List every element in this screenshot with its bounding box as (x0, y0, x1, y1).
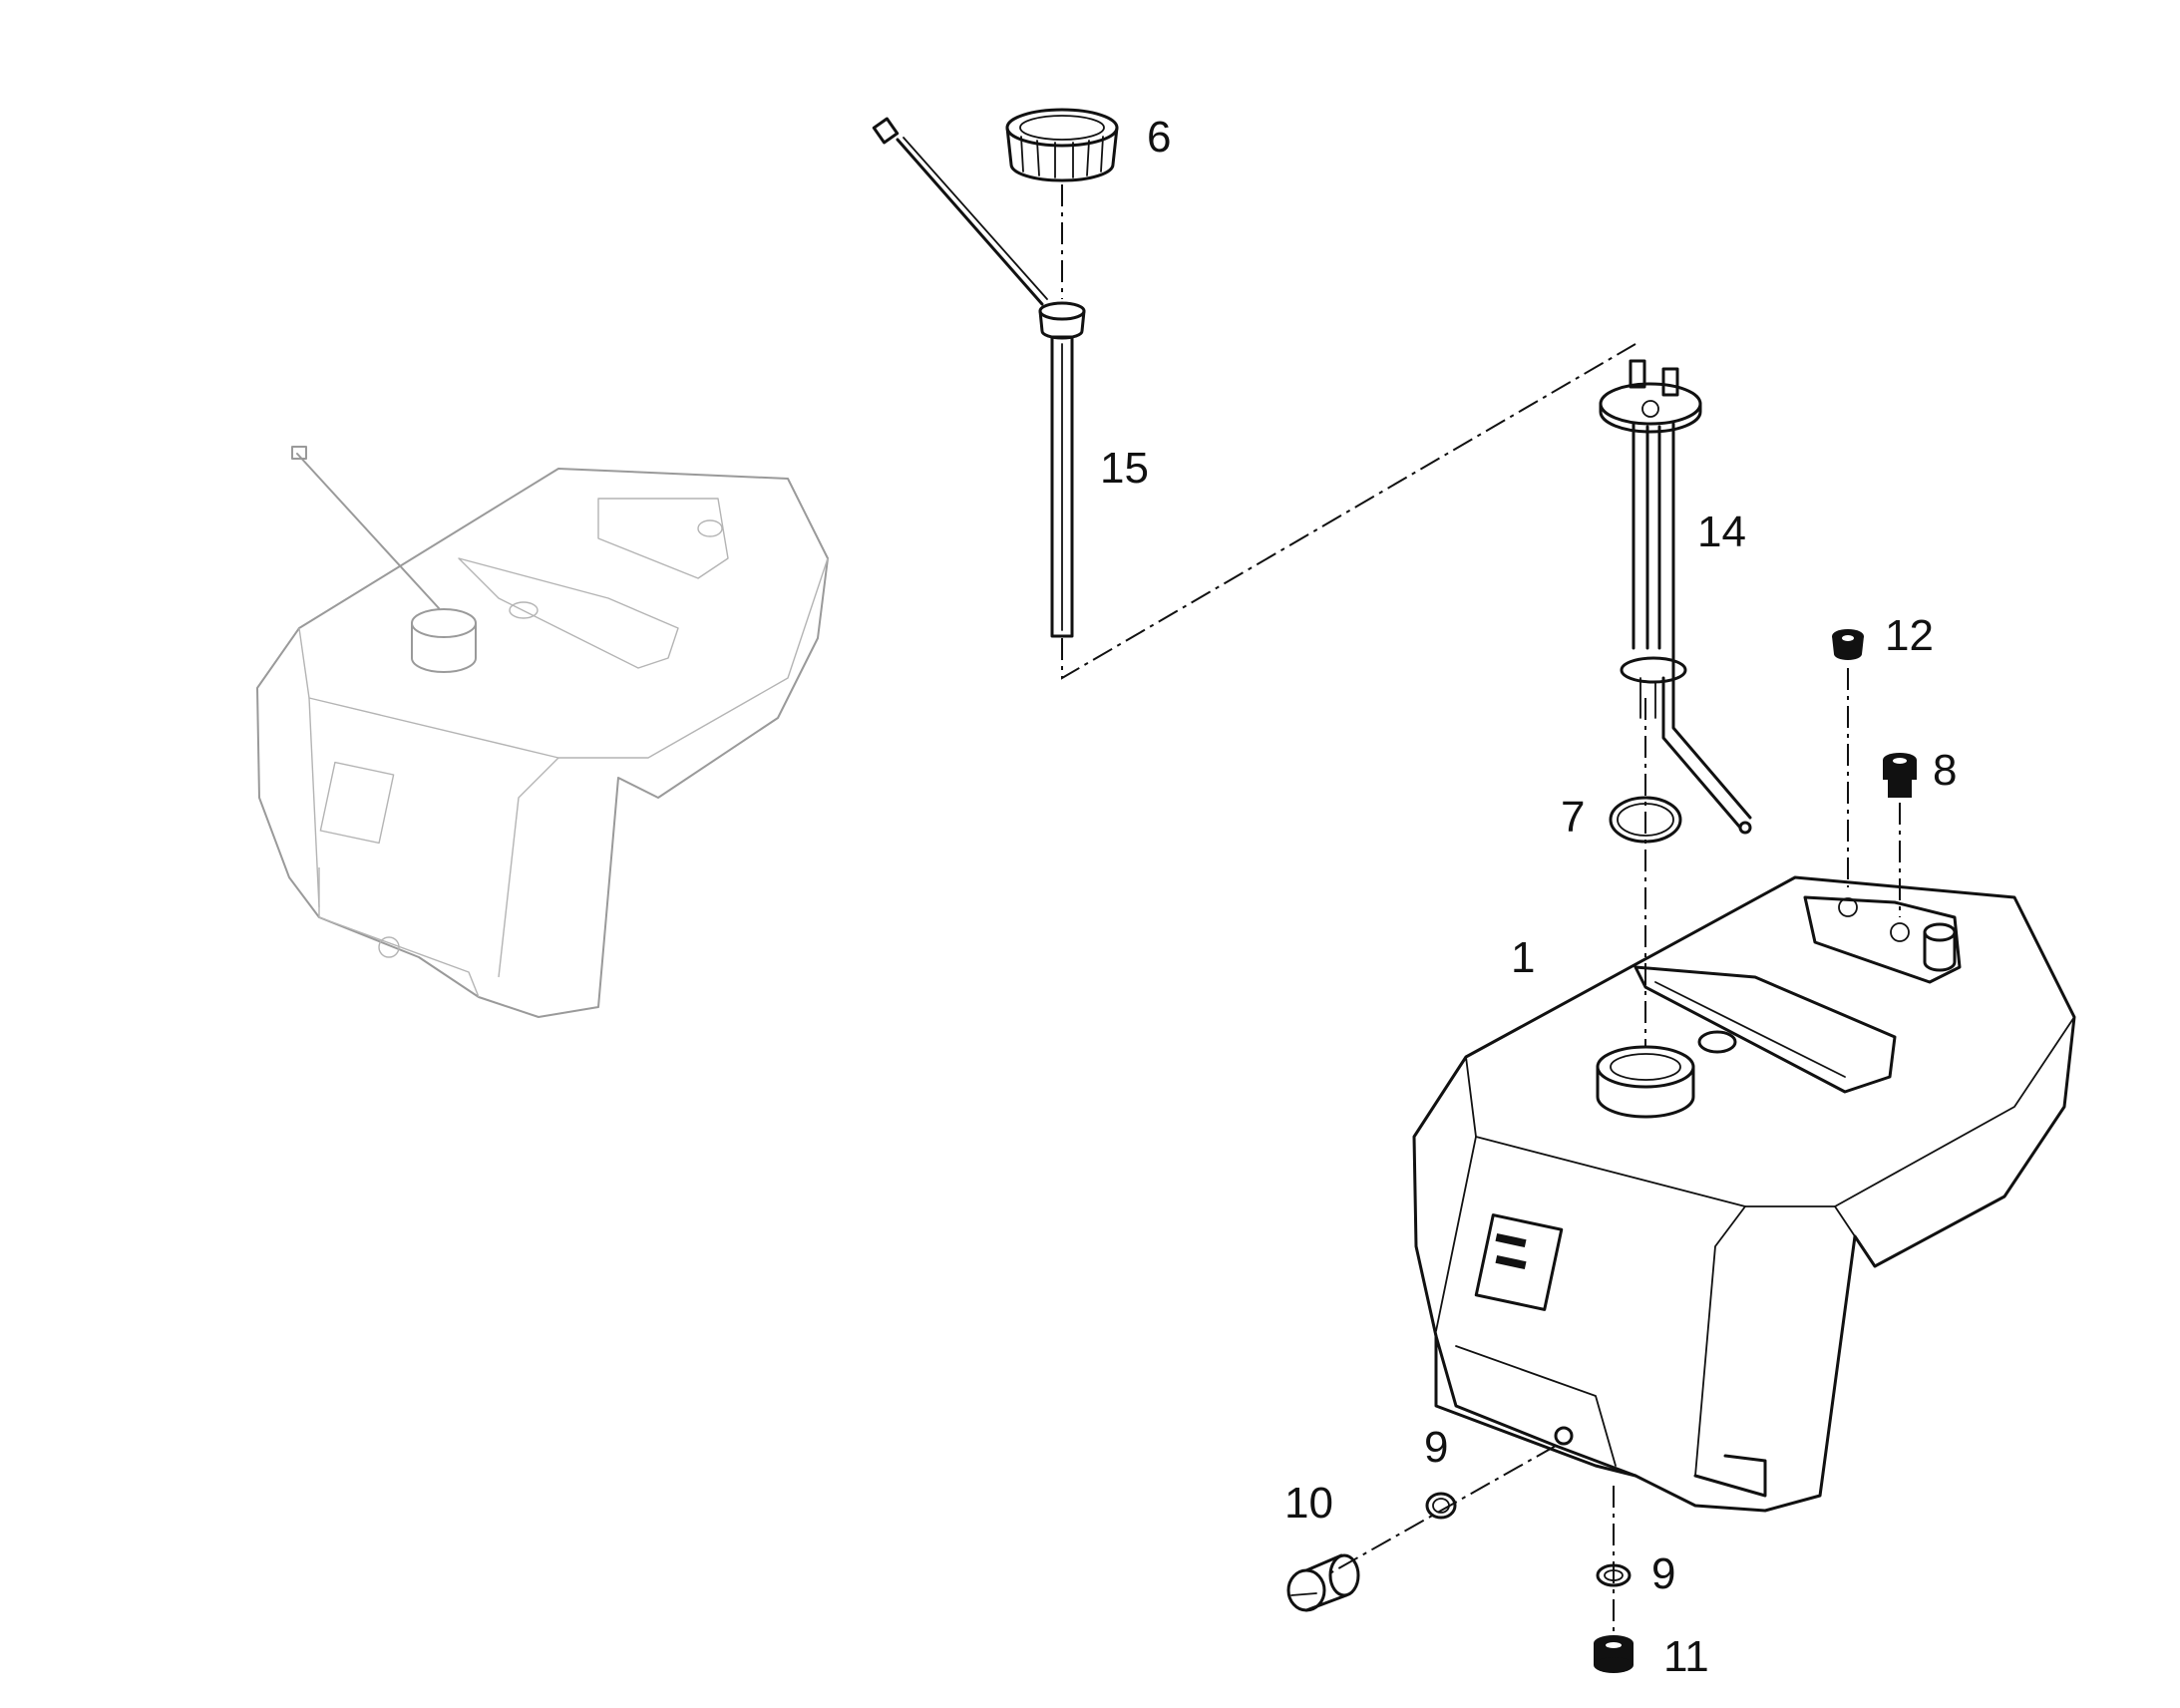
part-12-plug (1832, 629, 1864, 660)
axis-drain-side (1325, 1445, 1557, 1576)
part-11-bottom-plug (1594, 1635, 1634, 1673)
callout-7: 7 (1561, 793, 1585, 842)
callout-9-bottom: 9 (1651, 1549, 1675, 1598)
reference-tank-ghost (256, 446, 829, 1018)
part-14-suction-tube (1599, 359, 1752, 835)
callout-6: 6 (1147, 113, 1171, 162)
callout-10: 10 (1284, 1479, 1333, 1528)
callout-11: 11 (1663, 1632, 1709, 1681)
part-8-fitting (1883, 753, 1917, 798)
part-9-washer-side (1425, 1492, 1457, 1520)
callout-1: 1 (1511, 933, 1535, 982)
part-9-washer-bottom (1596, 1563, 1632, 1587)
axis-sensor-to-tank (1061, 343, 1636, 680)
callout-15: 15 (1100, 444, 1149, 493)
callout-9-side: 9 (1424, 1423, 1448, 1472)
part-15-level-sensor (872, 117, 1086, 638)
callout-8: 8 (1933, 746, 1957, 795)
part-6-lock-ring (1005, 108, 1119, 182)
callout-14: 14 (1697, 508, 1746, 556)
callout-12: 12 (1885, 611, 1934, 660)
part-1-fuel-tank (1412, 875, 2076, 1513)
part-10-drain-plug (1286, 1553, 1360, 1612)
